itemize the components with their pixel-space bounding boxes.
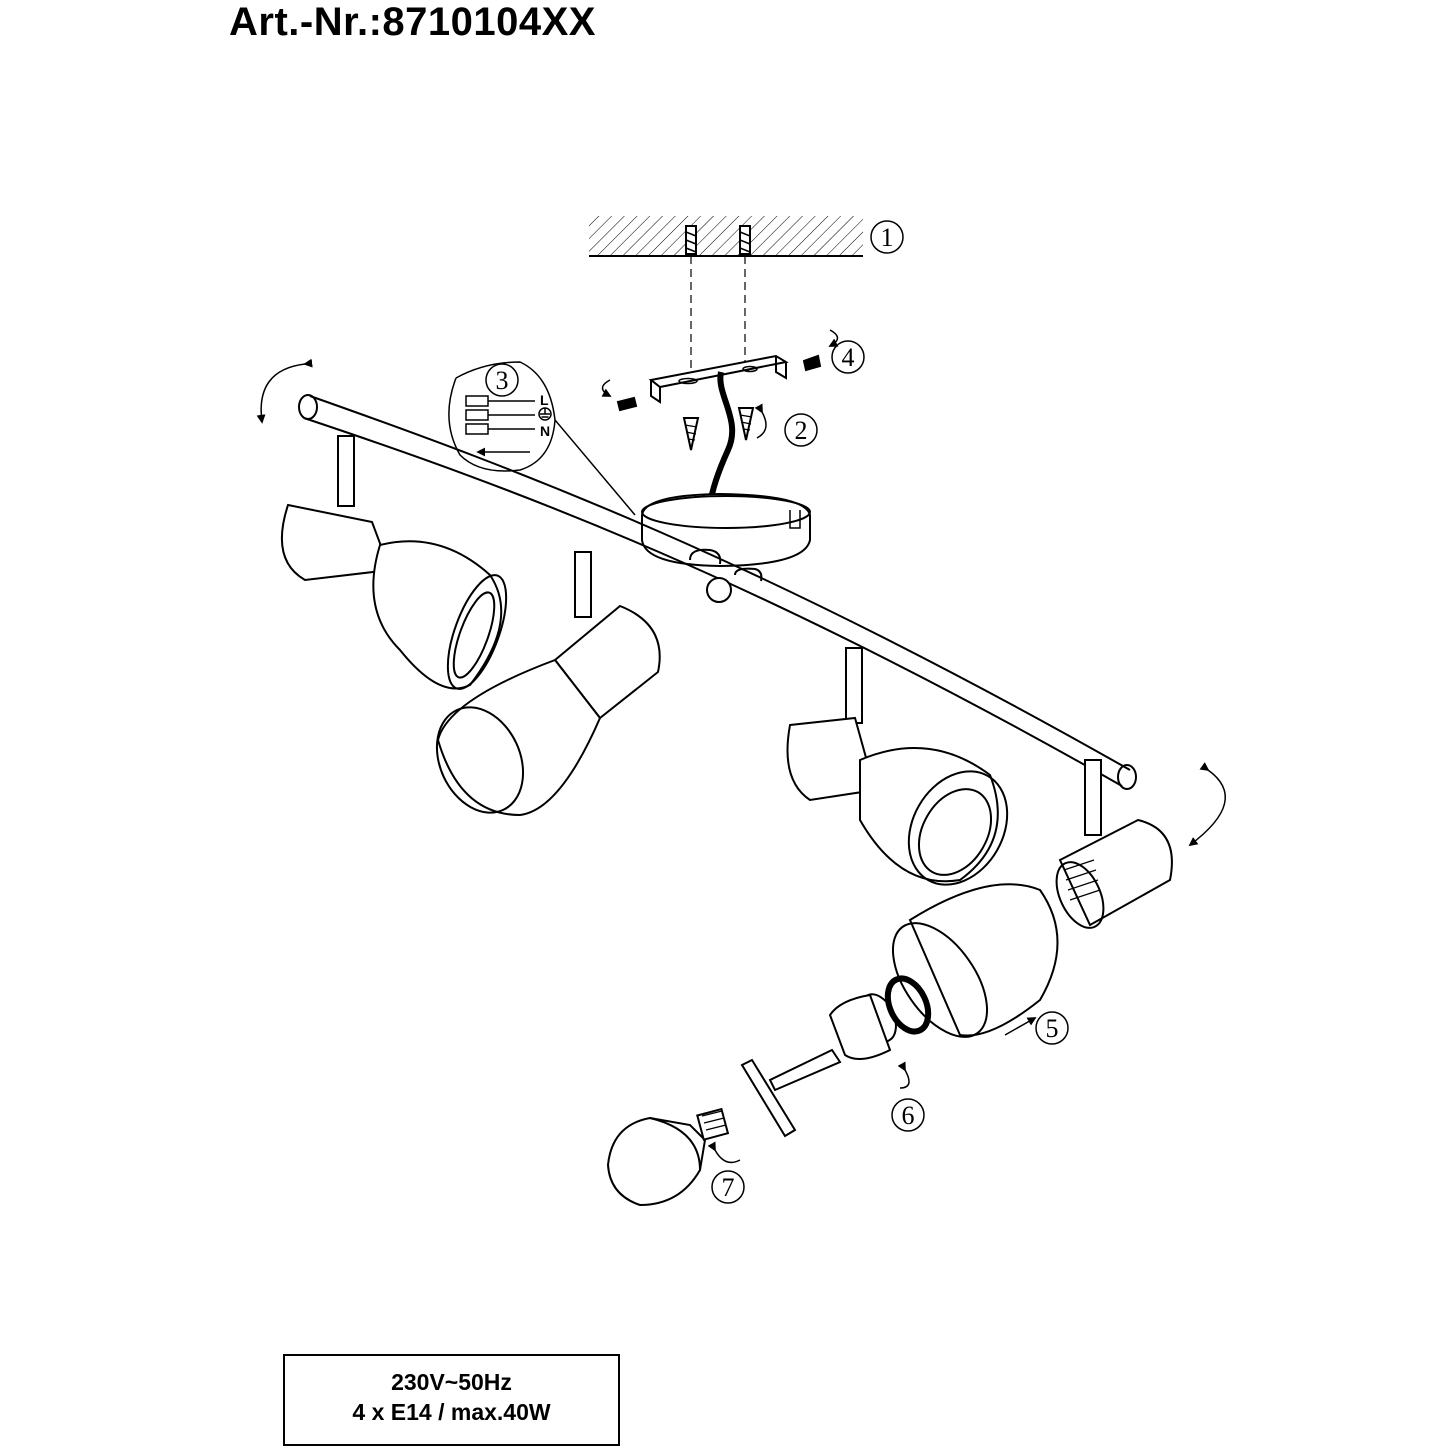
wall-plugs (685, 225, 751, 375)
step-7-label: 7 (722, 1173, 735, 1202)
step-1-label: 1 (881, 223, 894, 252)
spotlight-1 (280, 435, 508, 690)
step-2-label: 2 (795, 416, 808, 445)
spotlight-3 (786, 647, 1009, 886)
step-6-label: 6 (902, 1101, 915, 1130)
screws (616, 354, 822, 451)
step-circles (485, 220, 1069, 1204)
neutral-label: N (540, 423, 550, 439)
step-4-label: 4 (842, 343, 855, 372)
wiring-detail (448, 361, 636, 516)
canopy (641, 492, 811, 582)
ceiling (589, 216, 863, 257)
earth-ground-icon (538, 407, 552, 421)
spotlight-2 (435, 551, 661, 817)
live-label: L (540, 392, 549, 408)
bulb (606, 1107, 730, 1207)
mains-cable (707, 371, 736, 506)
voltage-spec: 230V~50Hz (391, 1369, 512, 1395)
spec-box: 230V~50Hz 4 x E14 / max.40W (283, 1354, 620, 1446)
lampholder (740, 975, 932, 1138)
article-number: Art.-Nr.:8710104XX (229, 0, 596, 44)
step-3-label: 3 (496, 366, 509, 395)
rotation-arrows (256, 329, 1226, 1164)
spotlight-4-exploded (891, 759, 1173, 1038)
step-5-label: 5 (1046, 1014, 1059, 1043)
bulb-spec: 4 x E14 / max.40W (352, 1399, 551, 1425)
